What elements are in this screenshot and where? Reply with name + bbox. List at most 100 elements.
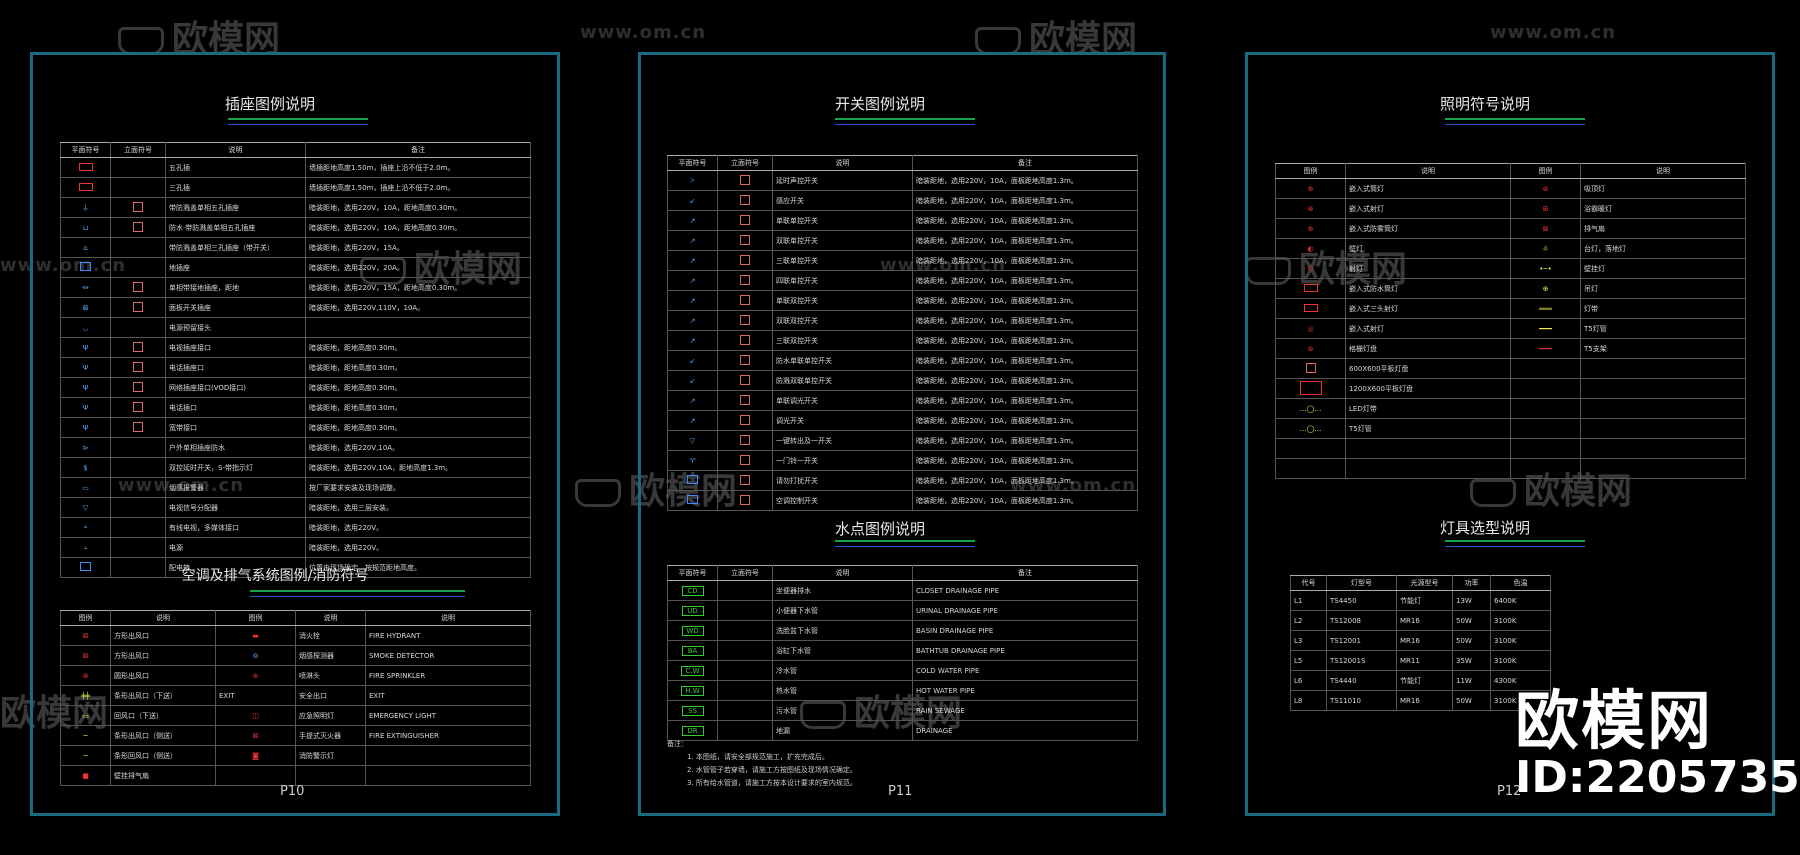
table-row: ◡电源预留接头 xyxy=(60,317,531,338)
lighting-legend-body: ⊕嵌入式筒灯⊛吸顶灯⊗嵌入式射灯⊞浴霸暖灯⊕嵌入式防雾筒灯⊠排气扇◐壁灯☼台灯，… xyxy=(1275,178,1746,479)
legend-symbol-icon xyxy=(1275,298,1346,319)
table-header-row: 图例 说明 图例 说明 xyxy=(1275,163,1746,179)
water-code-label: SS xyxy=(681,705,704,716)
table-cell: 带防溅盖单相三孔插座（带开关） xyxy=(165,237,306,258)
legend-symbol-icon xyxy=(1510,418,1581,439)
table-cell: 暗装距地，选用220V。 xyxy=(305,537,531,558)
legend-symbol-icon: …◯… xyxy=(1275,398,1346,419)
legend-symbol-icon xyxy=(60,257,111,278)
table-row: ⊕嵌入式筒灯⊛吸顶灯 xyxy=(1275,178,1746,199)
page-number: P11 xyxy=(888,784,913,799)
switch-legend-body: ⍩延时声控开关暗装距地，选用220V，10A，面板距地高度1.3m。↙感应开关暗… xyxy=(667,170,1138,511)
table-cell: EXIT xyxy=(215,685,296,706)
legend-symbol-icon xyxy=(110,537,166,558)
table-row: ⊛格栅灯盘━━━T5支架 xyxy=(1275,338,1746,359)
table-row: 1200X600平板灯盘 xyxy=(1275,378,1746,399)
table-cell: 暗装距地，选用220V，10A，面板距地高度1.3m。 xyxy=(912,430,1138,451)
table-header-row: 代号 灯型号 光源型号 功率 色温 xyxy=(1290,575,1551,591)
table-row: ⏛单相带接地插座，距地暗装距地，选用220V，15A，距地高度0.30m。 xyxy=(60,277,531,298)
legend-symbol-icon xyxy=(110,257,166,278)
table-cell: MR16 xyxy=(1396,610,1453,631)
table-cell: 暗装距地，选用220V，10A，距地高度0.30m。 xyxy=(305,217,531,238)
table-cell xyxy=(1580,378,1746,399)
table-row: …◯…T5灯管 xyxy=(1275,418,1746,439)
legend-symbol-icon: ⊚ xyxy=(215,645,296,666)
table-cell: 双控延时开关，S-带指示灯 xyxy=(165,457,306,478)
column-header: 立面符号 xyxy=(717,565,773,581)
legend-symbol-icon xyxy=(717,330,773,351)
legend-symbol-icon xyxy=(110,517,166,538)
table-cell: L3 xyxy=(1290,630,1327,651)
legend-symbol-icon: ◫ xyxy=(215,705,296,726)
legend-symbol-icon xyxy=(717,430,773,451)
table-cell: 感应开关 xyxy=(772,190,913,211)
column-header: 代号 xyxy=(1290,575,1327,591)
table-cell: 射灯 xyxy=(1345,258,1511,279)
legend-symbol-icon xyxy=(110,277,166,298)
legend-symbol-icon xyxy=(717,210,773,231)
column-header: 说明 xyxy=(1580,163,1746,179)
legend-symbol-icon: ⊛ xyxy=(1510,178,1581,199)
table-cell: 1200X600平板灯盘 xyxy=(1345,378,1511,399)
legend-symbol-icon: ⊳ xyxy=(60,437,111,458)
legend-symbol-icon: ▭ xyxy=(60,705,111,726)
table-row: ↗四联单控开关暗装距地，选用220V，10A，面板距地高度1.3m。 xyxy=(667,270,1138,291)
column-header: 平面符号 xyxy=(60,142,111,158)
table-cell: DR xyxy=(667,720,718,741)
table-cell: 暗装距地，选用220V，20A。 xyxy=(305,257,531,278)
legend-symbol-icon: ■ xyxy=(60,765,111,786)
table-row: ⊗嵌入式射灯⊞浴霸暖灯 xyxy=(1275,198,1746,219)
legend-symbol-icon: ⊠ xyxy=(60,625,111,646)
column-header: 备注 xyxy=(912,565,1138,581)
legend-symbol-icon: ⊔ xyxy=(60,217,111,238)
legend-symbol-icon: ⊙ xyxy=(1275,258,1346,279)
legend-symbol-icon: Ψ xyxy=(60,377,111,398)
table-cell: 暗装距地，距地高度0.30m。 xyxy=(305,397,531,418)
table-row: ↗双联单控开关暗装距地，选用220V，10A，面板距地高度1.3m。 xyxy=(667,230,1138,251)
legend-symbol-icon xyxy=(717,680,773,701)
legend-symbol-icon xyxy=(110,497,166,518)
table-row: ↗三联单控开关暗装距地，选用220V，10A，面板距地高度1.3m。 xyxy=(667,250,1138,271)
table-row: ⏚带防溅盖单相五孔插座暗装距地，选用220V，10A，距地高度0.30m。 xyxy=(60,197,531,218)
legend-symbol-icon: ⊞ xyxy=(1510,198,1581,219)
table-cell: 壁挂灯 xyxy=(1580,258,1746,279)
table-cell: 四联单控开关 xyxy=(772,270,913,291)
legend-symbol-icon: ━━━ xyxy=(1510,338,1581,359)
socket-legend-table: 平面符号 立面符号 说明 备注 五孔插墙插距地高度1.50m，插座上沿不低于2.… xyxy=(60,142,531,578)
legend-symbol-icon: ⩡ xyxy=(60,517,111,538)
table-cell: 暗装距地，选用220V，15A。 xyxy=(305,237,531,258)
legend-symbol-icon xyxy=(717,170,773,191)
table-cell: 暗装距地，选用220V，10A，面板距地高度1.3m。 xyxy=(912,330,1138,351)
legend-symbol-icon: ⍩ xyxy=(667,170,718,191)
table-cell: 方形出风口 xyxy=(110,625,216,646)
column-header: 说明 xyxy=(295,610,366,626)
title-underline xyxy=(835,540,975,547)
legend-symbol-icon: ↗ xyxy=(667,310,718,331)
legend-symbol-icon xyxy=(110,217,166,238)
legend-symbol-icon: ─ xyxy=(60,745,111,766)
legend-symbol-icon xyxy=(717,230,773,251)
legend-symbol-icon: ⫠ xyxy=(60,537,111,558)
sheet-title-hvac-fire: 空调及排气系统图例/消防符号 xyxy=(181,568,369,584)
legend-symbol-icon: ◎ xyxy=(1275,318,1346,339)
sheet-frame-p10 xyxy=(30,52,560,816)
table-cell xyxy=(1580,418,1746,439)
legend-symbol-icon xyxy=(1510,378,1581,399)
legend-symbol-icon xyxy=(717,580,773,601)
table-cell: 浴霸暖灯 xyxy=(1580,198,1746,219)
table-cell: TS12001S xyxy=(1326,650,1397,671)
legend-symbol-icon: ━━━ xyxy=(1510,318,1581,339)
table-cell: BASIN DRAINAGE PIPE xyxy=(912,620,1138,641)
table-header-row: 平面符号 立面符号 说明 备注 xyxy=(60,142,531,158)
table-cell: C.W xyxy=(667,660,718,681)
